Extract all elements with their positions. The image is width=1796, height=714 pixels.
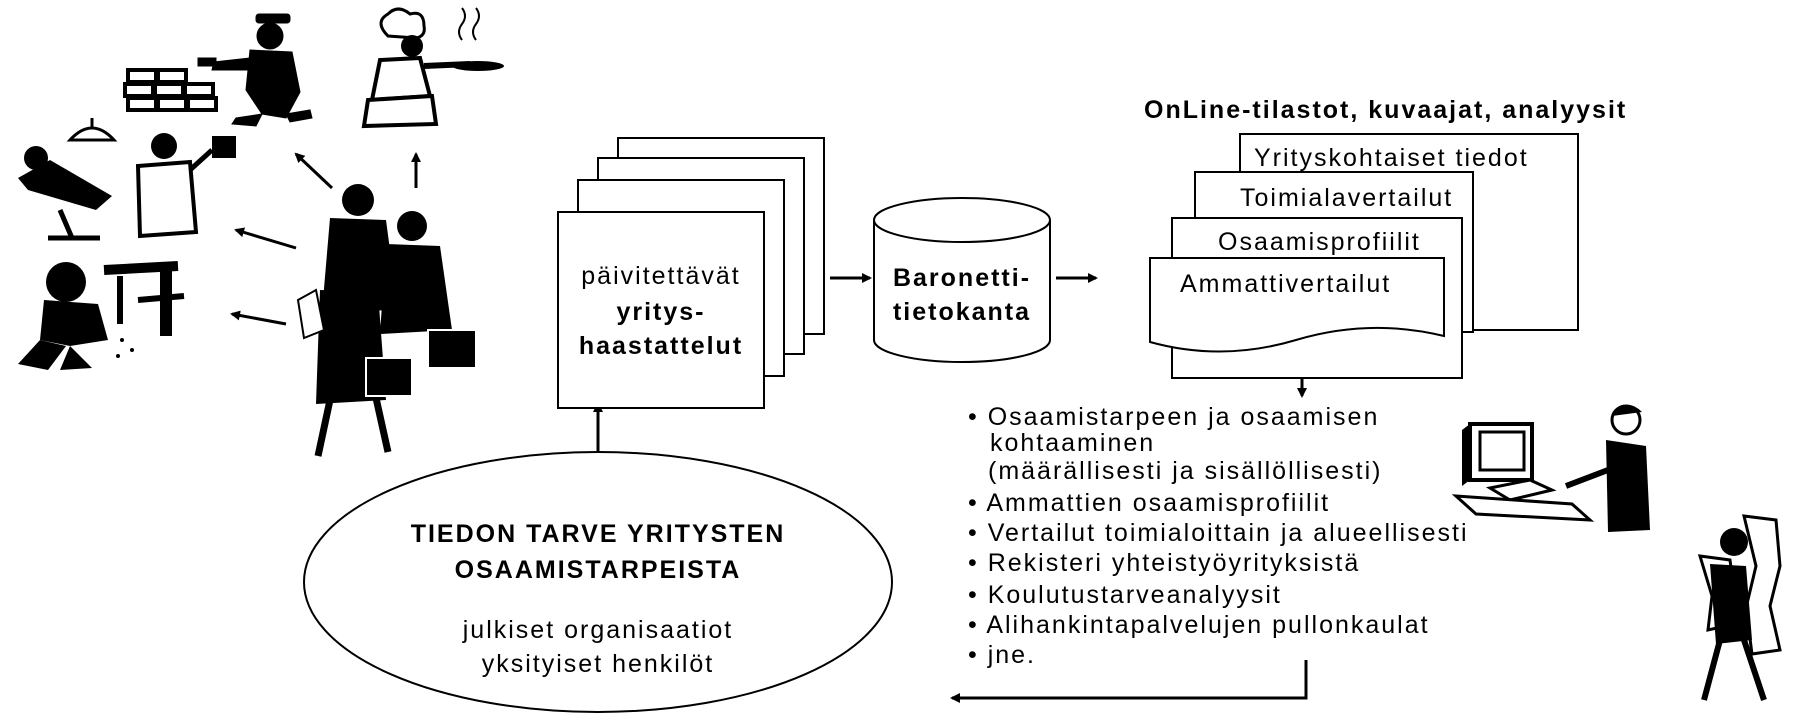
benefit-item-3: (määrällisesti ja sisällöllisesti)	[988, 457, 1383, 485]
database-line-2: tietokanta	[892, 298, 1032, 326]
benefit-item-4: • Ammattien osaamisprofiilit	[968, 489, 1331, 517]
report-reader-icon	[1697, 514, 1782, 701]
online-doc-stack	[1149, 133, 1579, 379]
connector-arrows	[230, 152, 1308, 703]
dentist-icon	[18, 118, 236, 241]
interview-stack	[557, 137, 825, 409]
needs-line-1: julkiset organisaatiot	[462, 616, 734, 644]
bricklayer-icon	[123, 13, 313, 127]
plumber-icon	[18, 261, 185, 370]
arrow-to-plumber	[230, 310, 287, 326]
arrow-to-dentist	[234, 227, 297, 250]
doc-label-4: Ammattivertailut	[1180, 270, 1392, 298]
arrow-benefits-to-needs	[950, 660, 1308, 703]
needs-title-2: OSAAMISTARPEISTA	[454, 556, 742, 584]
doc-label-2: Toimialavertailut	[1240, 184, 1454, 212]
computer-user-icon	[1451, 404, 1650, 532]
needs-ellipse	[303, 451, 893, 713]
needs-line-2: yksityiset henkilöt	[481, 650, 715, 678]
benefit-item-7: • Koulutustarveanalyysit	[968, 581, 1282, 609]
benefit-item-8: • Alihankintapalvelujen pullonkaulat	[968, 611, 1430, 639]
benefit-item-1: • Osaamistarpeen ja osaamisen	[968, 403, 1380, 431]
doc-label-1: Yrityskohtaiset tiedot	[1254, 144, 1529, 172]
chef-icon	[361, 7, 504, 129]
online-title: OnLine-tilastot, kuvaajat, analyysit	[1144, 96, 1628, 124]
interview-line-1: päivitettävät	[581, 262, 741, 290]
interview-line-3: haastattelut	[578, 332, 744, 360]
interview-sheet-1	[557, 211, 765, 409]
benefit-item-6: • Rekisteri yhteistyöyrityksistä	[968, 549, 1361, 577]
database-cylinder	[873, 197, 1051, 363]
benefit-item-2: kohtaaminen	[990, 429, 1156, 457]
arrow-to-bricklayer	[294, 152, 334, 190]
business-team-icon	[296, 184, 477, 457]
needs-title-1: TIEDON TARVE YRITYSTEN	[410, 520, 786, 548]
benefit-item-5: • Vertailut toimialoittain ja alueellise…	[968, 519, 1469, 547]
benefit-item-9: • jne.	[968, 641, 1037, 669]
database-line-1: Baronetti-	[892, 264, 1032, 292]
doc-ammattivertailut	[1149, 257, 1445, 353]
interview-line-2: yritys-	[616, 298, 706, 326]
doc-label-3: Osaamisprofiilit	[1218, 228, 1421, 256]
